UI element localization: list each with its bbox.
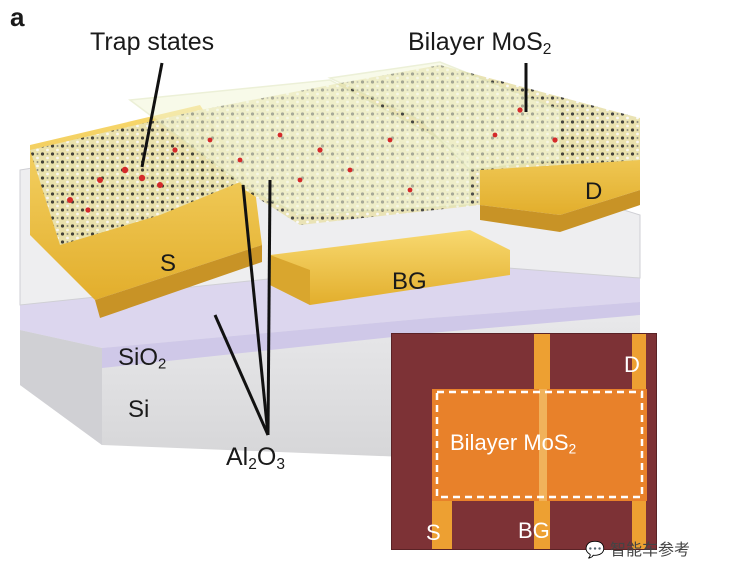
inset-back-gate-label: BG — [518, 518, 550, 543]
al2o3-label: Al2O3 — [226, 443, 285, 473]
sio2-label: SiO2 — [118, 344, 167, 373]
inset-bilayer-label: Bilayer MoS2 — [450, 430, 577, 457]
inset-source-label: S — [426, 520, 441, 545]
drain-label: D — [585, 178, 603, 205]
watermark: 💬 智能车参考 — [585, 540, 691, 559]
annotation-leader-lines — [140, 62, 528, 436]
inset-image — [392, 334, 656, 549]
top-dielectric — [128, 61, 561, 216]
panel-label: a — [10, 2, 25, 32]
optical-image-inset: Bilayer MoS2 D S BG — [391, 333, 657, 550]
sio2-layer — [20, 262, 640, 368]
chat-bubble-icon: 💬 — [585, 540, 605, 559]
trap-states-label: Trap states — [90, 28, 215, 56]
si-label: Si — [128, 396, 150, 423]
trap-state-dots — [67, 107, 558, 213]
back-gate-electrode — [270, 230, 510, 305]
back-gate-label: BG — [392, 268, 427, 295]
source-label: S — [160, 250, 177, 277]
inset-drain-label: D — [624, 352, 640, 377]
bilayer-mos2-label: Bilayer MoS2 — [408, 28, 552, 58]
